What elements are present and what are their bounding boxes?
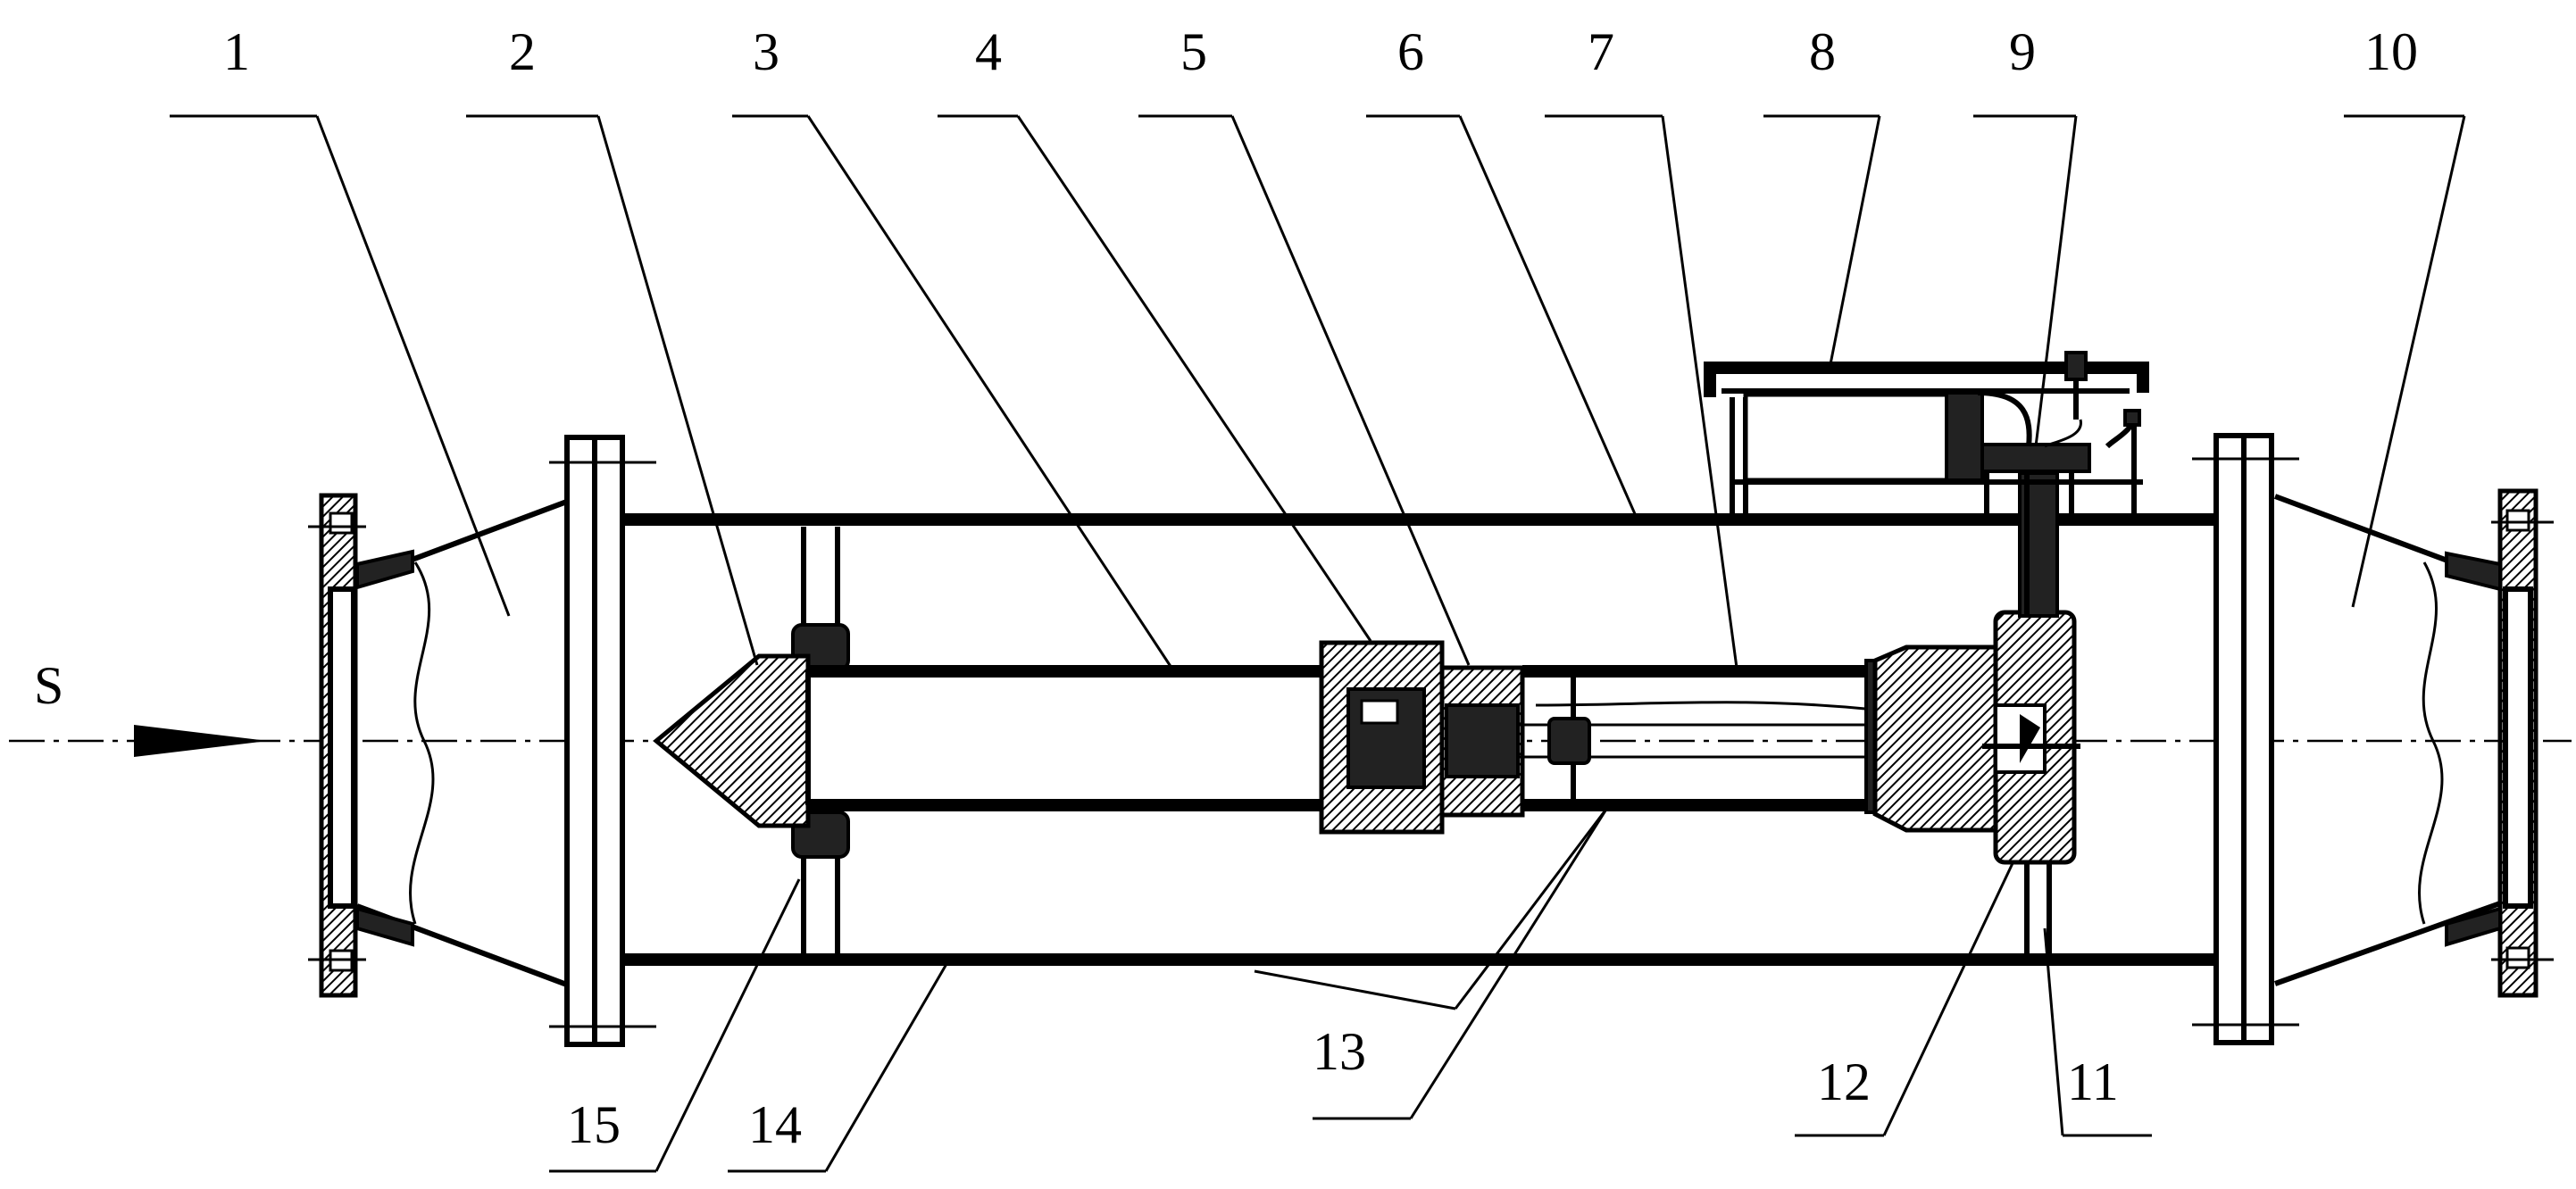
label-part-8: 8: [1809, 22, 1836, 81]
nose-cone: [653, 653, 811, 828]
inlet-main-flange: [549, 435, 656, 1047]
sensor-stem: [2018, 471, 2059, 618]
main-pipe: [622, 513, 2216, 966]
leader-lines: [170, 114, 2466, 1173]
label-part-5: 5: [1180, 22, 1207, 81]
label-part-3: 3: [753, 22, 779, 81]
label-part-10: 10: [2364, 22, 2418, 81]
label-part-2: 2: [509, 22, 536, 81]
coupling-block: [1319, 640, 1525, 835]
label-part-12: 12: [1817, 1052, 1871, 1111]
label-part-15: 15: [567, 1095, 621, 1154]
label-part-4: 4: [975, 22, 1002, 81]
outlet-main-flange: [2192, 433, 2299, 1045]
label-part-7: 7: [1588, 22, 1614, 81]
label-part-14: 14: [748, 1095, 802, 1154]
inlet-reducer: [308, 493, 573, 998]
flow-direction-label: S: [34, 656, 63, 715]
label-part-11: 11: [2067, 1052, 2119, 1111]
label-part-13: 13: [1313, 1022, 1366, 1081]
flow-arrow: [134, 725, 268, 757]
label-part-1: 1: [223, 22, 250, 81]
label-part-9: 9: [2009, 22, 2036, 81]
rear-hub: [1864, 610, 2080, 953]
label-part-6: 6: [1397, 22, 1424, 81]
outlet-reducer: [2273, 488, 2554, 998]
inner-tube: [805, 665, 1326, 811]
electronics-box: [1704, 351, 2149, 518]
